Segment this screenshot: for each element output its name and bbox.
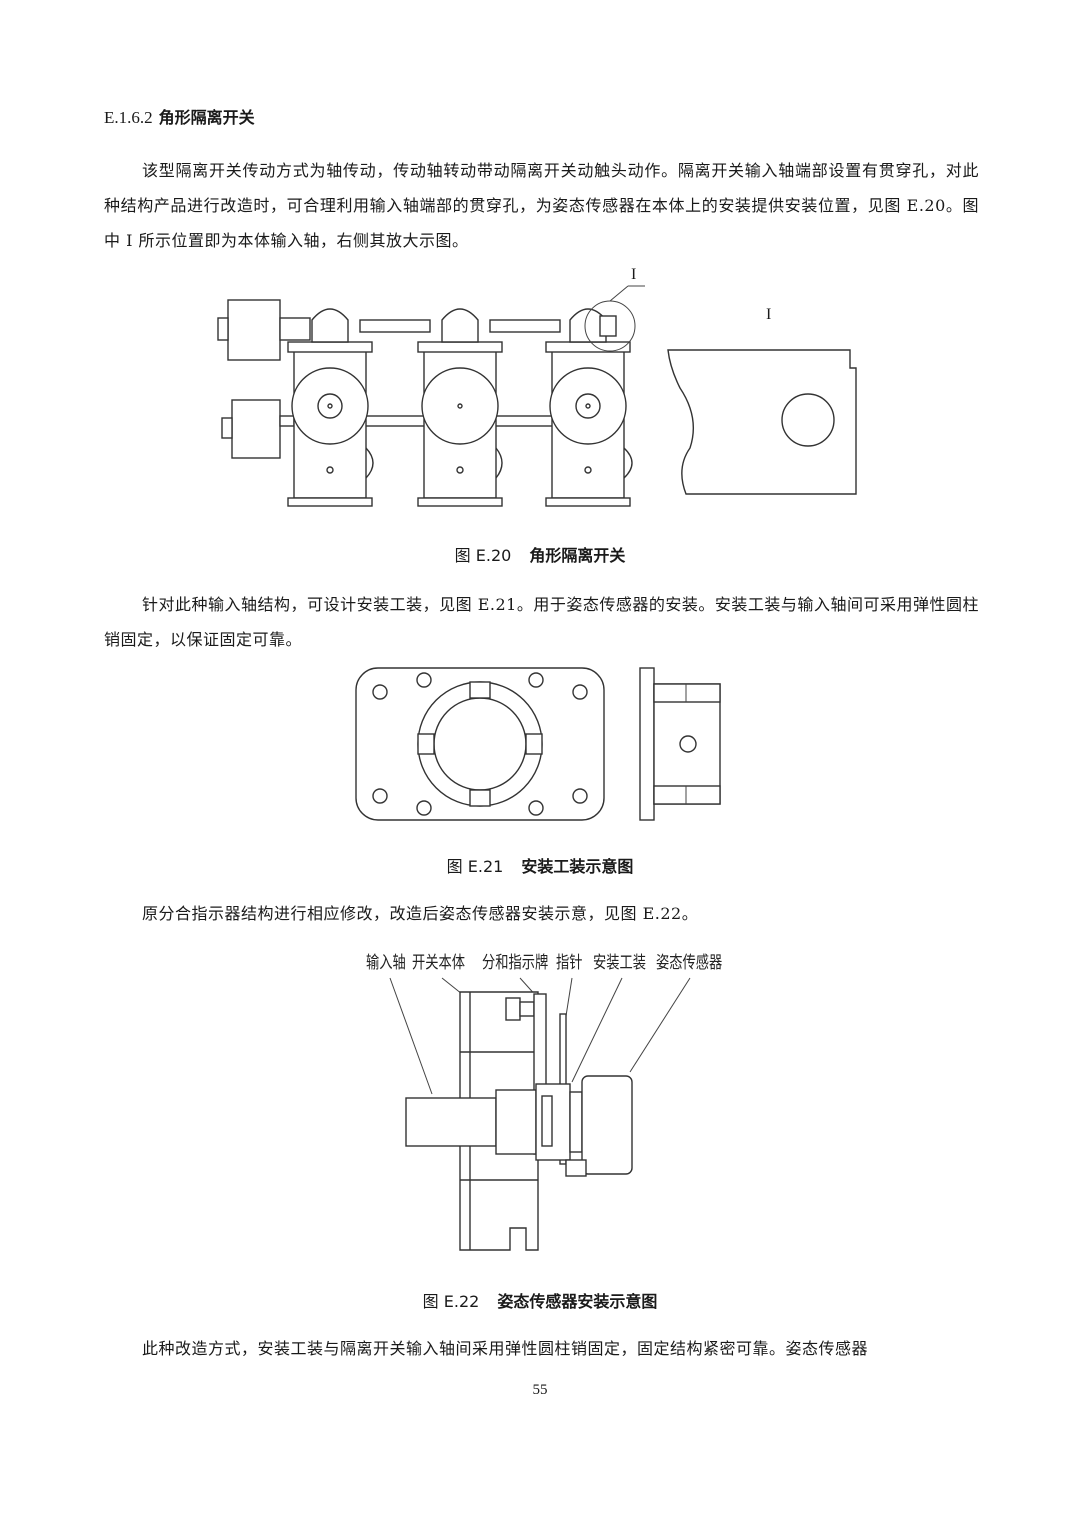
part-label-input-shaft: 输入轴	[366, 953, 406, 973]
section-title: 角形隔离开关	[158, 108, 255, 127]
figure-e22-caption: 图 E.22 姿态传感器安装示意图	[0, 1288, 1080, 1312]
page-number: 55	[532, 1382, 548, 1398]
figure-e21-drawing	[355, 667, 721, 821]
part-label-indicator: 分和指示牌	[482, 953, 549, 973]
figure-e22-drawing	[389, 977, 691, 1251]
figure-e20-drawing	[217, 285, 857, 507]
figure-e22-label: 图 E.22	[422, 1292, 480, 1311]
figure-e20-label: 图 E.20	[454, 546, 512, 565]
callout-label-top: I	[631, 266, 637, 283]
section-heading: E.1.6.2 角形隔离开关	[104, 104, 255, 128]
figure-e21-caption: 图 E.21 安装工装示意图	[0, 853, 1080, 877]
paragraph-3: 原分合指示器结构进行相应修改，改造后姿态传感器安装示意，见图 E.22。	[142, 904, 699, 923]
figure-e22-title: 姿态传感器安装示意图	[497, 1292, 658, 1311]
paragraph-2: 针对此种输入轴结构，可设计安装工装，见图 E.21。用于姿态传感器的安装。安装工…	[104, 595, 979, 649]
paragraph-1: 该型隔离开关传动方式为轴传动，传动轴转动带动隔离开关动触头动作。隔离开关输入轴端…	[104, 161, 979, 250]
section-number: E.1.6.2	[104, 108, 153, 127]
paragraph-4: 此种改造方式，安装工装与隔离开关输入轴间采用弹性圆柱销固定，固定结构紧密可靠。姿…	[142, 1339, 869, 1358]
figure-e21-title: 安装工装示意图	[521, 857, 634, 876]
part-label-sensor: 姿态传感器	[656, 953, 723, 973]
part-label-switch-body: 开关本体	[412, 953, 466, 973]
callout-label-enlarged: I	[766, 306, 772, 323]
figure-e20-title: 角形隔离开关	[529, 546, 626, 565]
figure-e21-label: 图 E.21	[446, 857, 504, 876]
part-label-pointer: 指针	[556, 953, 583, 973]
figure-e20-caption: 图 E.20 角形隔离开关	[0, 542, 1080, 566]
part-label-fixture: 安装工装	[593, 953, 647, 973]
